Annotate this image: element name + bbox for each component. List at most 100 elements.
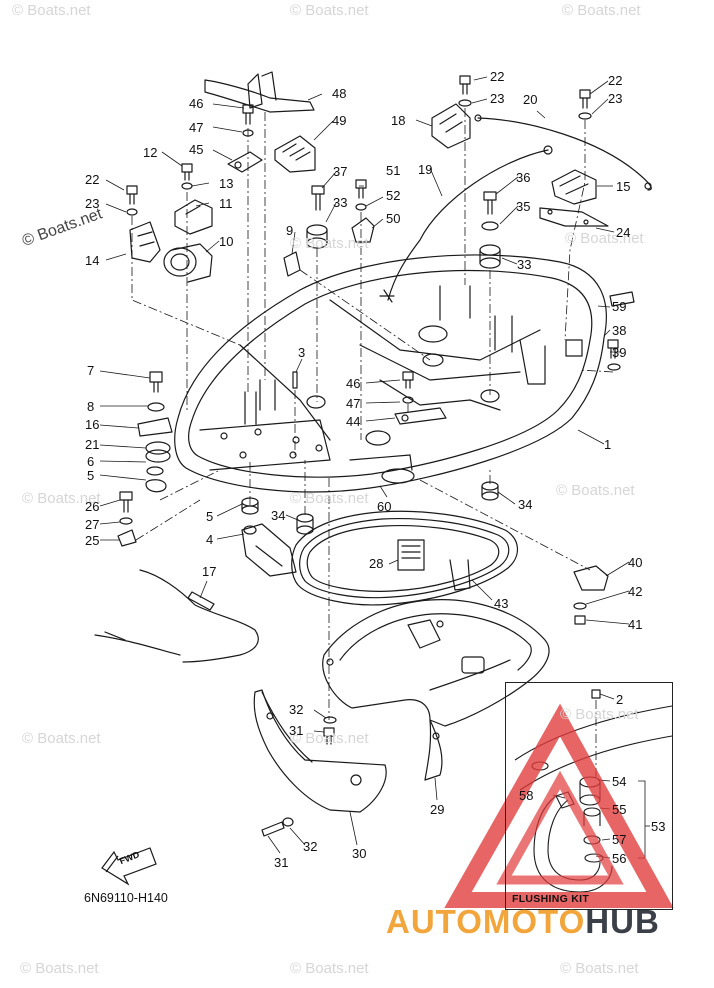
bracket-4 [241, 523, 297, 577]
callout-48: 48 [332, 86, 347, 101]
watermark-text: © Boats.net [560, 960, 639, 977]
callout-57: 57 [612, 832, 627, 847]
callout-37: 37 [333, 164, 348, 179]
bracket-11 [174, 199, 213, 235]
callout-7: 7 [87, 363, 95, 378]
callout-44: 44 [346, 414, 361, 429]
side-cover [253, 689, 387, 813]
watermark-text: © Boats.net [22, 490, 101, 507]
callout-39: 39 [612, 345, 627, 360]
callout-17: 17 [202, 564, 217, 579]
callout-23: 23 [608, 91, 623, 106]
bracket-15 [551, 169, 597, 205]
callout-20: 20 [523, 92, 538, 107]
plate-24 [539, 207, 609, 227]
callout-13: 13 [219, 176, 234, 191]
grommet-10 [163, 243, 213, 283]
callout-12: 12 [143, 145, 158, 160]
callout-32: 32 [303, 839, 318, 854]
logo-triangle-inner-icon [496, 770, 624, 885]
watermark-text: © Boats.net [562, 2, 641, 19]
grommet-34a [481, 481, 499, 501]
callout-32: 32 [289, 702, 304, 717]
callout-3: 3 [298, 345, 306, 360]
callout-22: 22 [608, 73, 623, 88]
flushing-kit-inset [505, 682, 673, 910]
callout-9: 9 [286, 223, 294, 238]
brand-logo: AUTOMOTOHUB [386, 903, 660, 941]
callout-46: 46 [189, 96, 204, 111]
callout-27: 27 [85, 517, 100, 532]
callout-22: 22 [85, 172, 100, 187]
callout-31: 31 [289, 723, 304, 738]
callout-53: 53 [651, 819, 666, 834]
callout-40: 40 [628, 555, 643, 570]
watermark-text: © Boats.net [290, 730, 369, 747]
watermark-text: © Boats.net [20, 960, 99, 977]
watermark-text: © Boats.net [290, 235, 369, 252]
callout-42: 42 [628, 584, 643, 599]
left-hardware [117, 371, 173, 547]
bolt-36 [483, 191, 497, 215]
bracket-49 [274, 135, 316, 173]
callout-25: 25 [85, 533, 100, 548]
callout-41: 41 [628, 617, 643, 632]
brand-logo-part2: HUB [585, 903, 660, 940]
callout-56: 56 [612, 851, 627, 866]
grommet-9 [283, 251, 301, 277]
callout-2: 2 [616, 692, 624, 707]
watermark-text: © Boats.net [560, 706, 639, 723]
lever-44 [394, 407, 447, 425]
callout-52: 52 [386, 188, 401, 203]
bracket-40 [573, 565, 609, 591]
callout-34: 34 [271, 508, 286, 523]
callout-43: 43 [494, 596, 509, 611]
grommet-33b [479, 244, 501, 269]
callout-8: 8 [87, 399, 95, 414]
grommet-5 [241, 497, 259, 515]
callout-18: 18 [391, 113, 406, 128]
label-59 [609, 291, 635, 307]
callout-19: 19 [418, 162, 433, 177]
flushing-kit-label: FLUSHING KIT [512, 893, 590, 905]
bottom-cowling-upper [174, 254, 607, 493]
watermark-text: © Boats.net [290, 490, 369, 507]
callout-22: 22 [490, 69, 505, 84]
callout-26: 26 [85, 499, 100, 514]
callout-54: 54 [612, 774, 627, 789]
callout-34: 34 [518, 497, 533, 512]
callout-47: 47 [189, 120, 204, 135]
callout-16: 16 [85, 417, 100, 432]
right-hardware [573, 339, 621, 625]
callout-21: 21 [85, 437, 100, 452]
watermark-text: © Boats.net [22, 730, 101, 747]
callout-60: 60 [377, 499, 392, 514]
callout-5: 5 [206, 509, 214, 524]
callout-33: 33 [517, 257, 532, 272]
drawing-code: 6N69110-H140 [84, 891, 168, 905]
watermark-text: © Boats.net [290, 2, 369, 19]
watermark-text: © Boats.net [12, 2, 91, 19]
callout-51: 51 [386, 163, 401, 178]
brand-logo-part1: AUTOMOTO [386, 903, 586, 940]
callout-31: 31 [274, 855, 289, 870]
callout-6: 6 [87, 454, 95, 469]
logo-triangle-icon [444, 703, 674, 908]
callout-1: 1 [604, 437, 612, 452]
cable-20 [474, 114, 652, 191]
callout-10: 10 [219, 234, 234, 249]
callout-4: 4 [206, 532, 214, 547]
cowling-seal-gasket [291, 510, 518, 606]
callout-50: 50 [386, 211, 401, 226]
callout-46: 46 [346, 376, 361, 391]
grommet-34b [296, 513, 314, 535]
callout-47: 47 [346, 396, 361, 411]
callout-45: 45 [189, 142, 204, 157]
callout-5: 5 [87, 468, 95, 483]
bracket-45 [227, 151, 263, 173]
callout-35: 35 [516, 199, 531, 214]
cable-19 [379, 145, 553, 303]
callout-58: 58 [519, 788, 534, 803]
callout-36: 36 [516, 170, 531, 185]
